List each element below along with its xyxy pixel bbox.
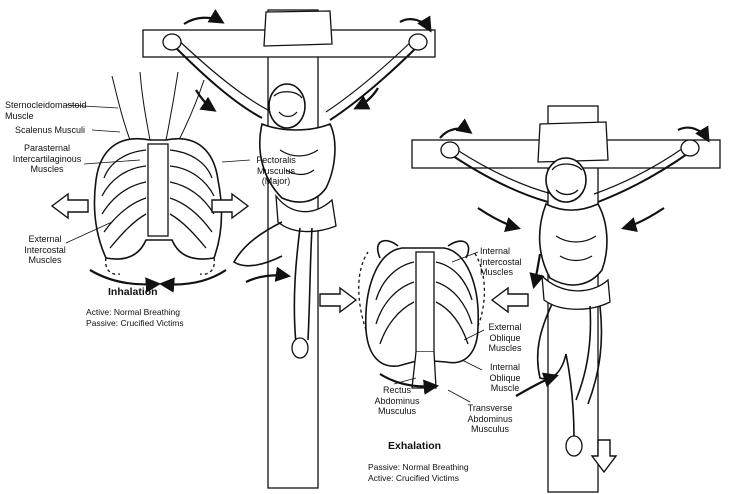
label-internal-oblique: Internal Oblique Muscle — [489, 362, 521, 393]
inhalation-sternum — [147, 143, 169, 237]
inhalation-caption: Active: Normal Breathing Passive: Crucif… — [86, 307, 184, 328]
exhalation-arrow-left-icon — [490, 286, 529, 314]
inhalation-arrow-right-icon — [211, 192, 250, 220]
exhalation-down-arrow-icon — [590, 439, 618, 474]
first-cross-illustration — [142, 9, 436, 489]
label-external-oblique: External Oblique Muscles — [488, 322, 522, 353]
exhalation-sternum — [415, 251, 435, 353]
cross-1-title-board — [263, 10, 333, 47]
exhalation-title: Exhalation — [388, 440, 442, 452]
exhalation-ribcage-illustration — [319, 239, 529, 403]
label-scalenus: Scalenus Musculi — [15, 125, 86, 135]
label-sternocleidomastoid: Sternocleidomastoid Muscle — [5, 100, 87, 121]
label-rectus: Rectus Abdominus Musculus — [374, 385, 420, 416]
second-cross-illustration — [411, 105, 721, 493]
cross-2-title-board — [537, 121, 609, 163]
figure-1-head — [268, 83, 306, 129]
figure-2-torso — [538, 202, 608, 286]
exhalation-arrow-right-icon — [319, 286, 358, 314]
label-internal-intercostal: Internal Intercostal Muscles — [480, 246, 522, 277]
figure-1-torso — [259, 122, 336, 203]
label-pectoralis: Pectoralis Musculus (Major) — [256, 155, 296, 186]
label-external-intercostal: External Intercostal Muscles — [24, 234, 66, 265]
inhalation-arrow-left-icon — [50, 192, 89, 220]
inhalation-ribcage-illustration — [50, 71, 251, 293]
label-parasternal: Parasternal Intercartilaginous Muscles — [12, 143, 82, 174]
exhalation-caption: Passive: Normal Breathing Active: Crucif… — [368, 462, 469, 483]
inhalation-title: Inhalation — [108, 286, 158, 298]
label-transverse: Transverse Abdominus Musculus — [467, 403, 513, 434]
